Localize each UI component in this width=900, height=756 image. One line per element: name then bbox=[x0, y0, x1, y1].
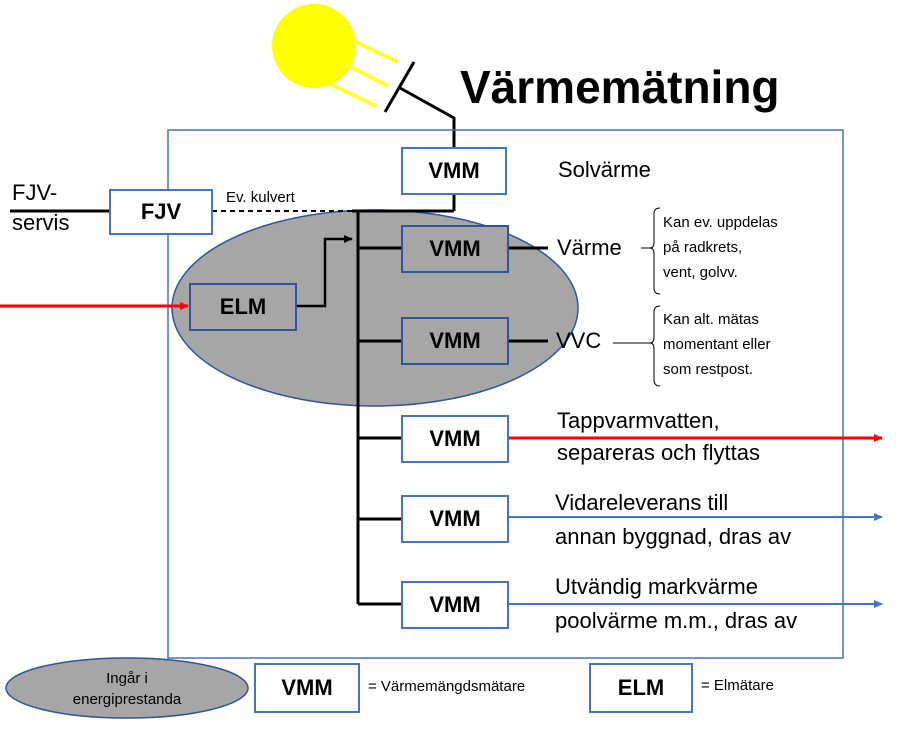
culvert-label: Ev. kulvert bbox=[226, 189, 295, 206]
heat-note: Kan ev. uppdelas på radkrets, vent, golv… bbox=[663, 210, 778, 285]
ground-heat-label: Utvändig markvärme poolvärme m.m., dras … bbox=[555, 570, 797, 638]
ground-vmm-label: VMM bbox=[429, 592, 481, 617]
solar-label: Solvärme bbox=[558, 157, 651, 182]
heat-note-brace bbox=[649, 207, 661, 295]
solar-collector-icon bbox=[383, 61, 416, 113]
fjv-service-label: FJV- servis bbox=[12, 178, 69, 238]
heat-vmm-label: VMM bbox=[429, 236, 481, 261]
fjv-box bbox=[109, 189, 213, 235]
building-frame bbox=[167, 129, 844, 659]
sun-ray bbox=[344, 62, 389, 88]
vvc-note-line: som restpost. bbox=[663, 361, 754, 378]
vvc-vmm-box bbox=[401, 317, 509, 365]
elm-box-label: ELM bbox=[219, 294, 267, 319]
legend-ellipse bbox=[5, 657, 249, 719]
solar-pipe bbox=[399, 86, 456, 148]
vvc-label: VVC bbox=[556, 328, 602, 353]
forward-vmm-box bbox=[401, 495, 509, 543]
fjv-service-line1: FJV- bbox=[12, 180, 58, 205]
heat-label: Värme bbox=[557, 235, 622, 260]
ground-vmm-box bbox=[401, 581, 509, 629]
heat-note-line: på radkrets, bbox=[663, 239, 743, 256]
ground-heat-line: poolvärme m.m., dras av bbox=[555, 608, 798, 633]
vvc-vmm-label: VMM bbox=[429, 328, 481, 353]
sun-ray bbox=[351, 38, 399, 64]
solar-vmm-box bbox=[401, 147, 507, 195]
sun-icon bbox=[272, 4, 356, 88]
legend-elm-label: ELM bbox=[617, 675, 665, 700]
vvc-note: Kan alt. mätas momentant eller som restp… bbox=[663, 307, 771, 382]
elm-output-line bbox=[296, 235, 353, 308]
forwarding-line: annan byggnad, dras av bbox=[555, 524, 792, 549]
forward-vmm-label: VMM bbox=[429, 506, 481, 531]
legend-ellipse-label: Ingår i energiprestanda bbox=[6, 668, 248, 710]
tap-water-line: Tappvarmvatten, bbox=[557, 408, 720, 433]
heat-note-line: vent, golvv. bbox=[663, 264, 738, 281]
heat-vmm-box bbox=[401, 225, 509, 273]
vvc-note-line: momentant eller bbox=[663, 336, 771, 353]
tap-water-line: separeras och flyttas bbox=[557, 440, 760, 465]
legend-elm-box bbox=[589, 663, 693, 713]
legend-ellipse-line2: energiprestanda bbox=[72, 691, 182, 708]
forwarding-label: Vidareleverans till annan byggnad, dras … bbox=[555, 486, 791, 554]
fjv-service-line2: servis bbox=[12, 210, 70, 235]
ground-heat-line: Utvändig markvärme bbox=[555, 574, 758, 599]
legend-vmm-desc: = Värmemängdsmätare bbox=[368, 678, 526, 695]
vvc-note-brace bbox=[649, 305, 661, 387]
heat-note-line: Kan ev. uppdelas bbox=[663, 214, 778, 231]
legend-elm-desc: = Elmätare bbox=[701, 677, 774, 694]
page-title: Värmemätning bbox=[460, 61, 780, 113]
vvc-note-line: Kan alt. mätas bbox=[663, 311, 759, 328]
sun-ray bbox=[329, 82, 377, 108]
legend-vmm-box bbox=[254, 663, 360, 713]
legend-vmm-label: VMM bbox=[281, 675, 333, 700]
tap-vmm-label: VMM bbox=[429, 426, 481, 451]
solar-vmm-label: VMM bbox=[428, 158, 480, 183]
tap-water-label: Tappvarmvatten, separeras och flyttas bbox=[557, 405, 760, 469]
legend-ellipse-line1: Ingår i bbox=[106, 670, 148, 687]
fjv-box-label: FJV bbox=[140, 199, 182, 224]
elm-box bbox=[189, 283, 297, 331]
forwarding-line: Vidareleverans till bbox=[555, 490, 729, 515]
tap-vmm-box bbox=[401, 415, 509, 463]
